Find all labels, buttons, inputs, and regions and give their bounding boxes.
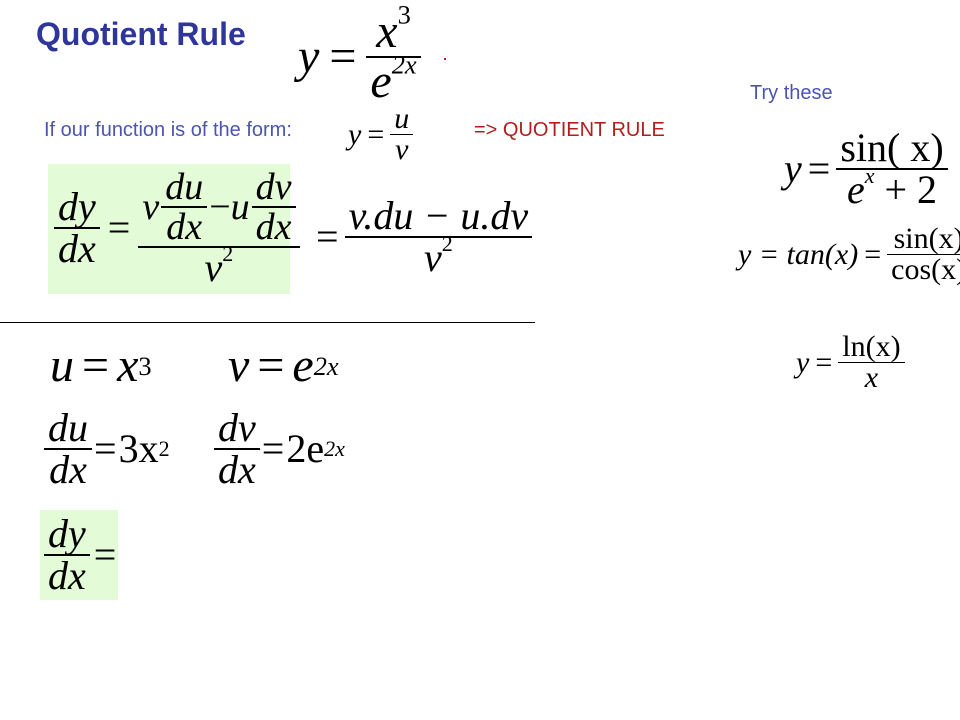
form-fraction: u v (390, 102, 414, 166)
dv-den: dx (218, 447, 256, 492)
dy-dx-fraction: dy dx (54, 187, 100, 269)
v-equals: = (257, 339, 285, 392)
try1-den-tail: + 2 (884, 167, 938, 212)
dv-equals: = (261, 426, 285, 471)
rule-formula: dy dx = v du dx − u dv dx v2 (54, 168, 300, 288)
rule-dx: dx (58, 226, 96, 271)
rule-u: u (230, 186, 250, 228)
try-these-heading: Try these (750, 82, 833, 104)
rule-du-dx: du dx (161, 166, 208, 248)
u-lhs: u (50, 339, 74, 392)
rule-dx-1: dx (166, 206, 203, 248)
rule-v: v (142, 186, 160, 228)
form-lhs: y (348, 117, 362, 151)
try-problem-1: y = sin( x) ex + 2 (784, 128, 948, 210)
try1-num: sin( x) (840, 125, 944, 170)
rule-alt-den-base: v (423, 235, 442, 280)
rule-du: du (165, 166, 204, 208)
try2-lhs: y = tan(x) (738, 237, 859, 271)
du-den: dx (49, 447, 87, 492)
form-num: u (394, 102, 410, 135)
example-num-base: x (376, 5, 398, 58)
example-lhs: y (298, 30, 320, 83)
dv-rhs: 2e (286, 426, 325, 471)
section-divider (0, 322, 535, 323)
rule-alt-formula: = v.du − u.dv v2 (316, 193, 533, 280)
example-den-base: e (370, 55, 392, 108)
example-equals: = (329, 30, 357, 83)
try2-fraction: sin(x) cos(x) (887, 224, 960, 285)
try2-num: sin(x) (893, 222, 960, 255)
form-den: v (395, 133, 409, 166)
try1-lhs: y (784, 146, 802, 191)
form-equation: y = u v (348, 102, 414, 166)
try1-equals: = (807, 146, 831, 191)
try1-den-exp: x (864, 163, 875, 189)
form-equals: = (367, 117, 385, 151)
v-lhs: v (228, 339, 250, 392)
try2-equals: = (864, 237, 882, 271)
du-dx-fraction: du dx (44, 408, 92, 490)
answer-dy: dy (48, 511, 86, 556)
quotient-rule-label: => QUOTIENT RULE (474, 119, 665, 141)
rule-dx-2: dx (255, 206, 292, 248)
try1-fraction: sin( x) ex + 2 (836, 125, 948, 212)
try3-den: x (864, 361, 879, 394)
example-fraction-bar (366, 56, 421, 58)
u-base: x (117, 339, 139, 392)
example-num-exp: 3 (397, 0, 411, 30)
dv-num: dv (218, 405, 256, 450)
answer-fraction: dy dx (44, 514, 90, 596)
du-num: du (48, 405, 88, 450)
try2-den: cos(x) (891, 253, 960, 286)
try3-num: ln(x) (842, 330, 901, 363)
try3-fraction: ln(x) x (838, 330, 905, 394)
stray-dot (444, 58, 446, 60)
dv-dx-fraction: dv dx (214, 408, 260, 490)
rule-main-fraction: v du dx − u dv dx v2 (138, 166, 300, 290)
v-base: e (292, 339, 314, 392)
try1-den-base: e (846, 167, 865, 212)
example-equation: y = x3 e2x (298, 1, 421, 108)
rule-minus: − (209, 186, 231, 228)
u-equals: = (82, 339, 110, 392)
rule-dy: dy (58, 184, 96, 229)
answer-equation: dy dx = (44, 514, 116, 596)
rule-box (48, 164, 290, 294)
example-fraction: x3 e2x (366, 1, 421, 108)
answer-equals: = (93, 532, 117, 577)
answer-dx: dx (48, 553, 86, 598)
rule-alt-equals: = (316, 214, 339, 259)
rule-alt-den-exp: 2 (441, 231, 453, 257)
rule-alt-num: v.du − u.dv (348, 193, 529, 238)
intro-label: If our function is of the form: (44, 119, 292, 141)
try3-equals: = (815, 345, 833, 379)
rule-v2-exp: 2 (222, 241, 234, 267)
rule-alt-fraction: v.du − u.dv v2 (344, 193, 533, 280)
page-title: Quotient Rule (36, 16, 246, 52)
du-equals: = (94, 426, 117, 471)
rule-v2-base: v (204, 245, 223, 290)
rule-dv: dv (255, 166, 292, 208)
rule-equals: = (107, 205, 131, 250)
du-rhs: 3x (118, 426, 159, 471)
try-problem-2: y = tan(x) = sin(x) cos(x) (738, 224, 960, 285)
rule-dv-dx: dv dx (251, 166, 296, 248)
example-den-exp: 2x (391, 49, 417, 80)
try-problem-3: y = ln(x) x (796, 332, 905, 393)
try3-lhs: y (796, 345, 810, 379)
